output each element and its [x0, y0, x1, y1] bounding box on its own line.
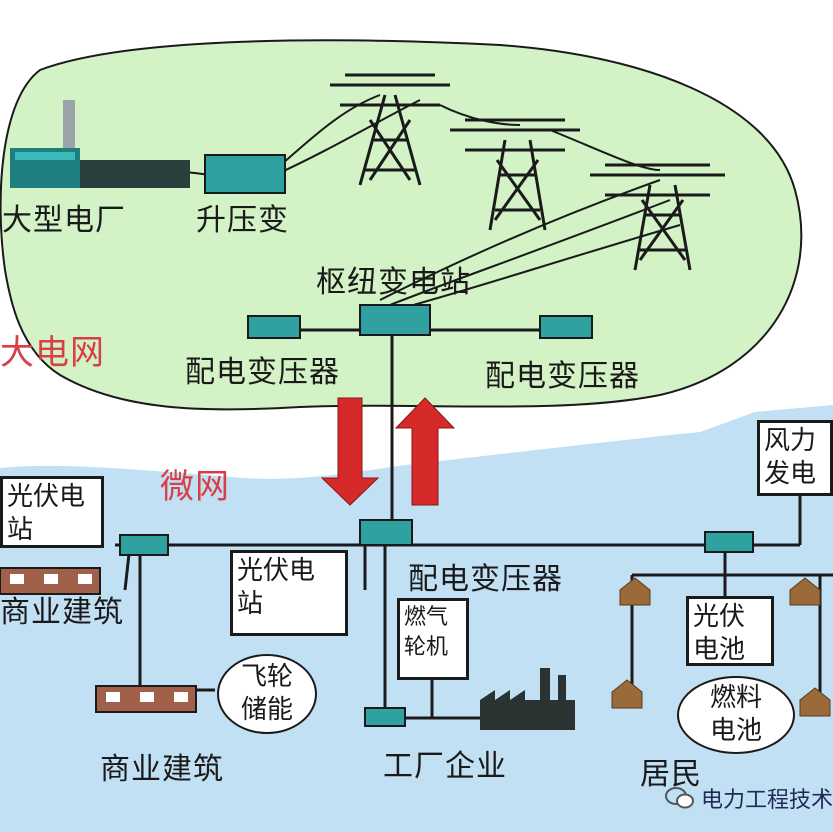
plant-label: 大型电厂: [2, 203, 126, 238]
residential-label: 居民: [640, 757, 702, 792]
pv-battery-box: 光伏 电池: [686, 596, 774, 666]
commercial-bottom-label: 商业建筑: [100, 752, 224, 787]
factory-icon: [480, 668, 575, 730]
arrow-up-icon: [394, 397, 456, 506]
hub-substation-label: 枢纽变电站: [316, 265, 471, 300]
commercial-building-icon: [95, 685, 197, 713]
power-plant-icon: [10, 100, 190, 188]
microgrid-dist-transformer-label: 配电变压器: [408, 562, 563, 597]
distribution-transformer-icon: [539, 315, 593, 339]
dist-transformer-right-label: 配电变压器: [485, 359, 640, 394]
microgrid-area-label: 微网: [160, 467, 230, 507]
bus-switch-icon: [364, 707, 406, 727]
wind-power-box: 风力 发电: [757, 420, 833, 496]
hub-substation-icon: [359, 304, 431, 336]
watermark-text: 电力工程技术: [700, 788, 833, 813]
step-up-transformer-icon: [204, 154, 286, 194]
bus-switch-icon: [119, 534, 169, 556]
tower-icon: [330, 73, 450, 186]
wechat-icon: [664, 787, 694, 809]
step-up-label: 升压变: [196, 203, 289, 238]
commercial-top-label: 商业建筑: [0, 595, 124, 630]
distribution-transformer-icon: [247, 315, 301, 339]
fuel-cell-oval: 燃料 电池: [677, 676, 795, 754]
grid-region: [0, 39, 803, 411]
flywheel-storage-oval: 飞轮 储能: [217, 654, 317, 734]
tower-icon: [450, 118, 580, 231]
tower-icon: [590, 163, 725, 271]
gas-turbine-box: 燃气 轮机: [397, 598, 469, 680]
commercial-building-icon: [0, 567, 101, 595]
bus-switch-icon: [704, 531, 754, 553]
watermark: 电力工程技术: [664, 782, 833, 814]
microgrid-distribution-transformer-icon: [359, 519, 413, 546]
pv-station-center-box: 光伏电 站: [230, 550, 348, 636]
factory-label: 工厂企业: [383, 749, 507, 784]
house-icon: [611, 577, 831, 717]
grid-area-label: 大电网: [0, 333, 105, 373]
pv-station-top-box: 光伏电 站: [0, 476, 104, 548]
arrow-down-icon: [320, 397, 380, 506]
dist-transformer-left-label: 配电变压器: [185, 355, 340, 390]
